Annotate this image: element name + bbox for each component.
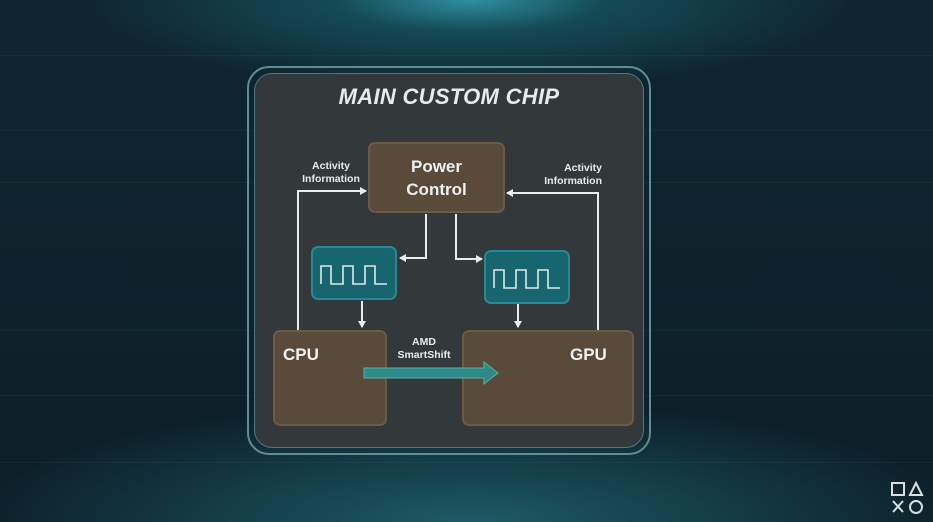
activity-info-left: Activity Information — [292, 160, 370, 186]
activity-info-right-line2: Information — [544, 175, 602, 187]
activity-info-right: Activity Information — [524, 162, 602, 188]
gpu-label: GPU — [570, 345, 607, 364]
playstation-logo — [891, 480, 924, 514]
diagram-title: MAIN CUSTOM CHIP — [338, 84, 560, 109]
background-line — [0, 462, 933, 463]
activity-info-left-line2: Information — [302, 173, 360, 185]
background-line — [0, 55, 933, 56]
power-control-label-line2: Control — [406, 179, 467, 199]
square-wave-icon — [320, 265, 387, 285]
gpu-clock-signal-box — [484, 250, 570, 304]
smartshift-label-line1: AMD — [412, 336, 436, 348]
cpu-clock-signal-box — [311, 246, 397, 300]
cpu-activity-arrow — [297, 187, 367, 330]
cpu-label: CPU — [283, 345, 319, 364]
power-to-gpu-clock-arrow — [455, 214, 483, 263]
diagram-outer-frame — [247, 66, 651, 455]
smartshift-arrow — [363, 360, 499, 386]
smartshift-label: AMD SmartShift — [388, 336, 460, 362]
activity-info-right-line1: Activity — [564, 162, 602, 174]
power-control-label-line1: Power — [410, 156, 463, 176]
square-wave-icon — [493, 269, 560, 289]
power-control-box: Power Control — [368, 142, 505, 213]
activity-info-left-line1: Activity — [312, 160, 350, 172]
gpu-activity-arrow — [506, 189, 599, 330]
power-to-cpu-clock-arrow — [399, 214, 427, 262]
smartshift-label-line2: SmartShift — [397, 349, 451, 361]
